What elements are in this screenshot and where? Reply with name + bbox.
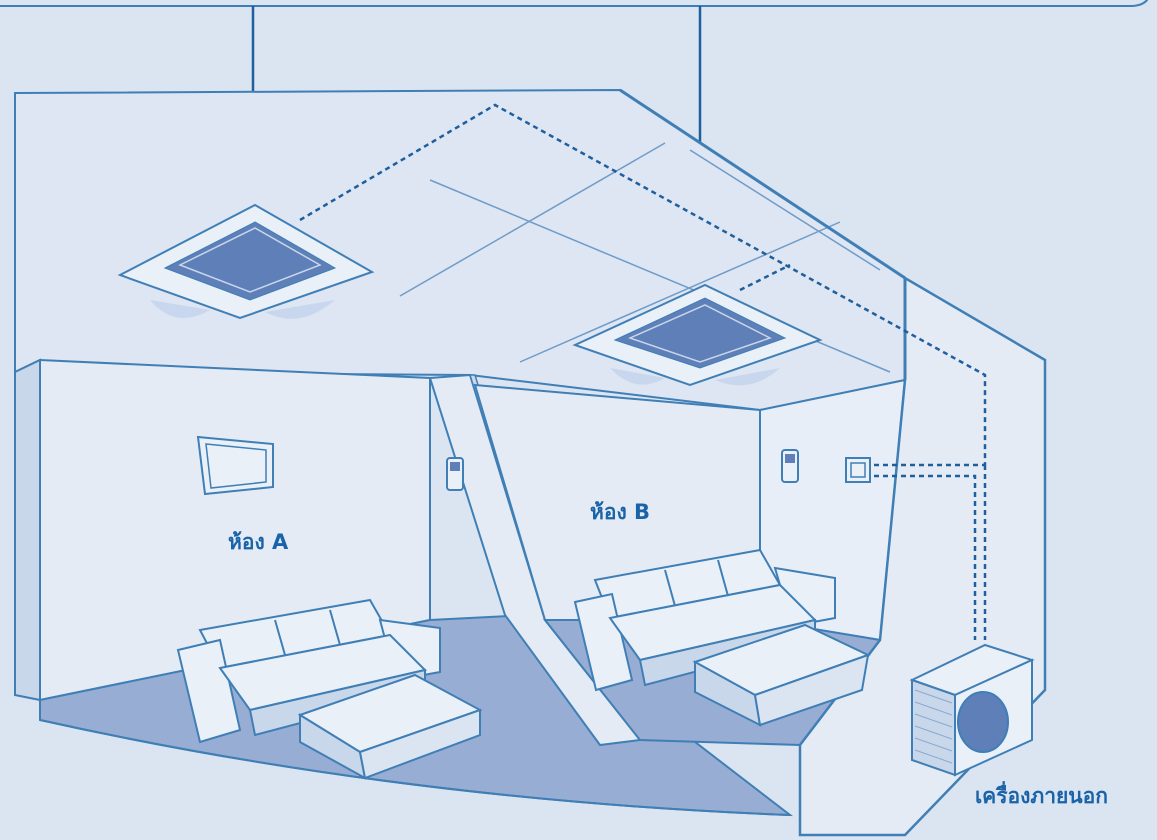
- unit-a-grille-lines: [178, 227, 322, 293]
- outdoor-side-fins: [914, 689, 953, 764]
- pipe-unit-b: [739, 263, 791, 292]
- room-b-label: ห้อง B: [590, 500, 651, 524]
- roof-edge: [619, 88, 906, 280]
- sofa-b-left-arm: [573, 592, 634, 692]
- ceiling-grid-line: [519, 221, 841, 363]
- unit-a-airflow-left: [150, 300, 210, 318]
- sofa-a-cushion-line: [274, 619, 286, 656]
- cassette-ac-unit-a-icon: [117, 203, 375, 320]
- fin-line: [914, 737, 953, 752]
- wall-switch-icon: [845, 457, 871, 483]
- ceiling-grid-line: [399, 142, 666, 297]
- table-b-front: [753, 653, 870, 727]
- unit-a-airflow-right: [265, 300, 335, 319]
- fin-line: [914, 725, 953, 740]
- outdoor-unit-icon: [909, 643, 1035, 777]
- frame-inner: [205, 443, 267, 489]
- fin-line: [914, 689, 953, 704]
- unit-b-airflow-right: [715, 368, 780, 386]
- refrigerant-piping: [299, 103, 987, 640]
- outdoor-fan-icon: [957, 691, 1009, 753]
- cassette-ac-unit-b-icon: [572, 283, 823, 387]
- unit-b-airflow-left: [610, 368, 665, 385]
- remote-b-screen: [785, 454, 795, 463]
- unit-a-grille: [163, 221, 337, 301]
- unit-b-grille-lines: [627, 304, 772, 363]
- picture-frame-icon: [196, 435, 274, 496]
- sofa-b-cushion-line: [717, 559, 729, 597]
- fin-line: [914, 713, 953, 728]
- fin-line: [914, 749, 953, 764]
- sofa-a-left-arm: [176, 638, 242, 744]
- pipe-switch-link-2: [865, 474, 977, 640]
- coffee-table-icon: [692, 623, 871, 727]
- room-a-side-wall: [14, 358, 41, 702]
- ceiling-grid-line: [689, 149, 881, 271]
- sofa-a-cushion-line: [329, 609, 341, 646]
- frame-outer: [196, 435, 274, 496]
- remote-controller-icon: [446, 457, 464, 491]
- callout-box-border: [0, 0, 1149, 7]
- sofa-b-cushion-line: [664, 569, 676, 607]
- unit-b-grille: [613, 297, 787, 369]
- fin-line: [914, 701, 953, 716]
- pipe-unit-a-to-outdoor: [299, 103, 987, 465]
- remote-a-screen: [450, 462, 460, 471]
- table-a-front: [358, 708, 481, 780]
- outdoor-unit-label: เครื่องภายนอก: [975, 784, 1108, 808]
- switch-plate: [845, 457, 871, 483]
- remote-controller-icon: [781, 449, 799, 483]
- switch-button: [850, 462, 866, 478]
- floor-front-edge: [39, 719, 791, 816]
- room-a-label: ห้อง A: [228, 530, 289, 554]
